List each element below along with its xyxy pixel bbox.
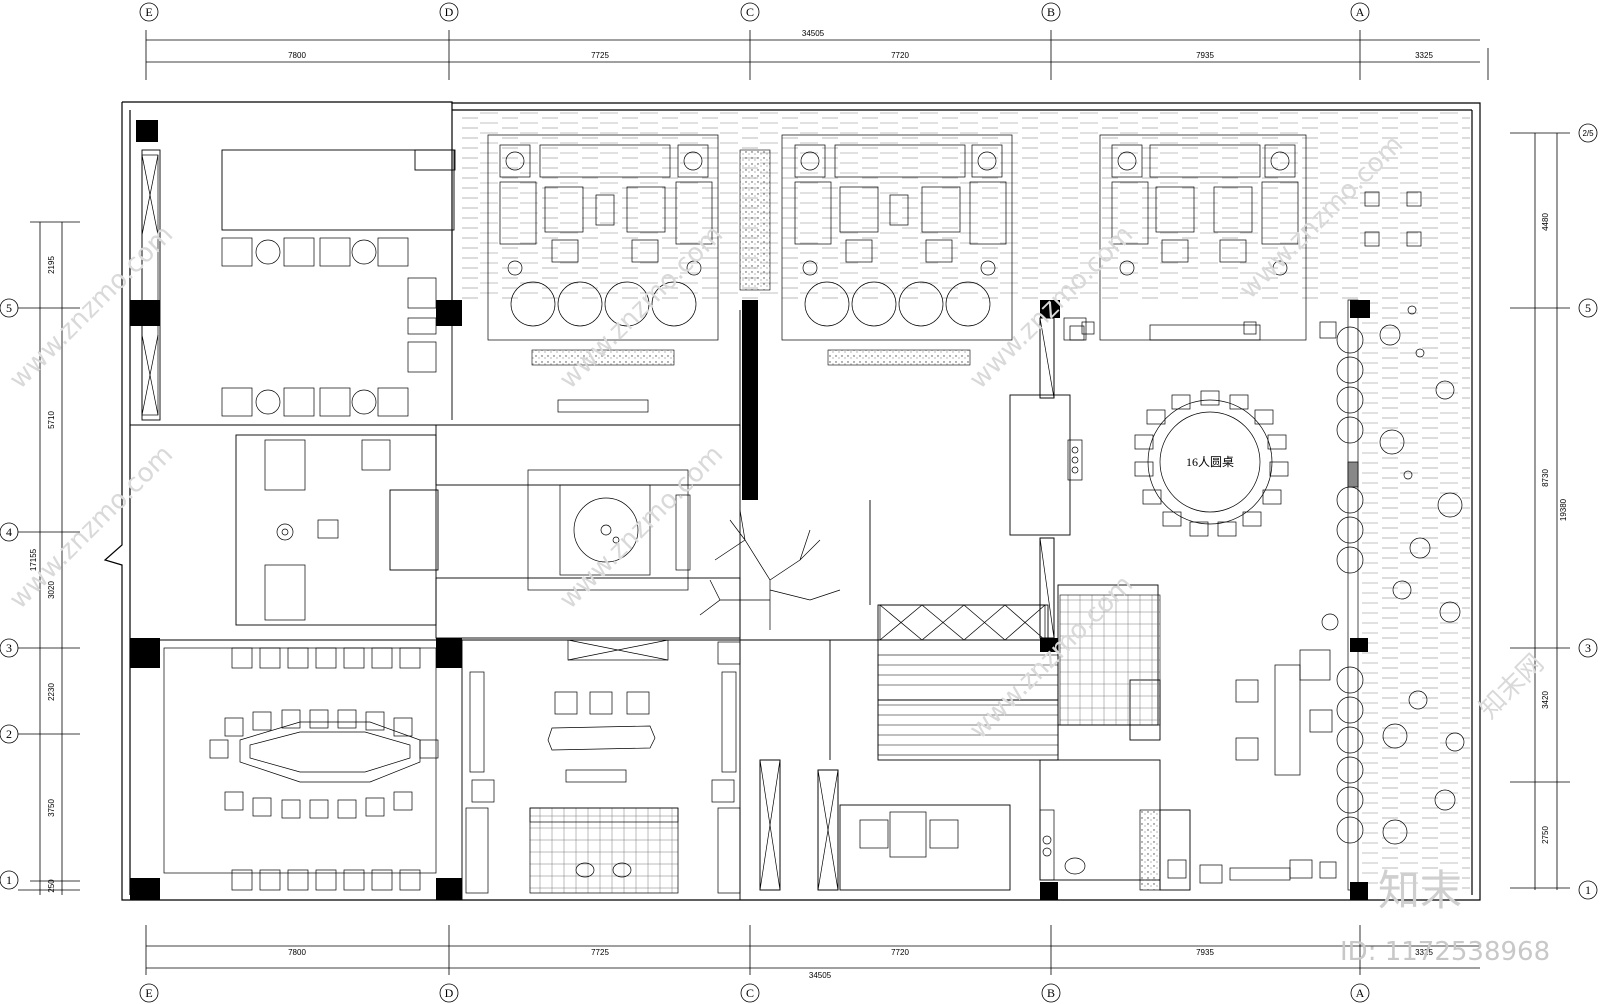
deck-plants xyxy=(1379,305,1465,845)
right-dim-1: 4480 xyxy=(1541,213,1550,231)
deck-top-right xyxy=(1042,112,1470,302)
deck-stools xyxy=(1069,191,1422,341)
grid-b-bottom: B xyxy=(1047,986,1055,1000)
grid-1-right: 1 xyxy=(1585,883,1591,897)
right-dim-4: 2750 xyxy=(1541,826,1550,844)
grid-d-top: D xyxy=(445,5,454,19)
bottom-dim-1: 7800 xyxy=(288,948,306,957)
top-dim-3: 7720 xyxy=(891,51,909,60)
central-lounge xyxy=(527,469,691,591)
grid-d-bottom: D xyxy=(445,986,454,1000)
tea-room-2 xyxy=(781,134,1013,341)
top-dimensions xyxy=(145,30,1489,80)
right-dimensions xyxy=(1510,132,1570,890)
planter-1 xyxy=(531,349,675,366)
watermark-2: www.znzmo.com xyxy=(4,440,179,615)
right-dim-3: 3420 xyxy=(1541,691,1550,709)
right-total-dim: 19380 xyxy=(1559,498,1568,521)
bottom-dim-3: 7720 xyxy=(891,948,909,957)
grid-5-right: 5 xyxy=(1585,301,1591,315)
top-dim-4: 7935 xyxy=(1196,51,1214,60)
image-id: ID: 1172538968 xyxy=(1340,937,1550,967)
grid-c-bottom: C xyxy=(746,986,754,1000)
misc-furniture xyxy=(1063,317,1331,681)
left-dimensions xyxy=(18,221,80,895)
plant-bed xyxy=(739,149,771,291)
restroom-left xyxy=(264,439,391,621)
grid-e-top: E xyxy=(145,5,152,19)
deck-right xyxy=(1362,302,1470,892)
bottom-dim-2: 7725 xyxy=(591,948,609,957)
grid-2-left: 2 xyxy=(6,727,12,741)
grid-3-left: 3 xyxy=(6,641,12,655)
meeting-room xyxy=(163,647,439,891)
right-grid-bubbles xyxy=(1578,123,1598,900)
bottom-dimensions xyxy=(145,925,1480,975)
left-dim-5: 3750 xyxy=(47,799,56,817)
right-dim-2: 8730 xyxy=(1541,469,1550,487)
grid-3-right: 3 xyxy=(1585,641,1591,655)
structural-columns xyxy=(130,120,1370,900)
bottom-dim-4: 7935 xyxy=(1196,948,1214,957)
staircase xyxy=(877,594,1161,756)
left-grid-bubbles xyxy=(0,298,19,890)
tree-sketch xyxy=(699,509,841,630)
grid-4-left: 4 xyxy=(6,525,12,539)
left-dim-4: 2230 xyxy=(47,683,56,701)
grid-a-top: A xyxy=(1356,5,1365,19)
logo: 知末 xyxy=(1378,866,1462,915)
top-total-dim: 34505 xyxy=(802,29,825,38)
grid-b-top: B xyxy=(1047,5,1055,19)
bottom-total-dim: 34505 xyxy=(809,971,832,980)
tea-room-1 xyxy=(487,134,719,341)
bottom-center-lounge xyxy=(465,641,741,894)
bottom-dim-5: 3325 xyxy=(1415,948,1433,957)
left-lounge-seating xyxy=(221,237,437,417)
bottom-grid-bubbles xyxy=(139,983,1370,1003)
left-dim-1: 2195 xyxy=(47,256,56,274)
planter-2 xyxy=(827,349,971,366)
outer-walls xyxy=(103,101,1481,901)
tea-room-3 xyxy=(1081,134,1337,341)
top-dim-5: 3325 xyxy=(1415,51,1433,60)
office-bottom xyxy=(859,809,1161,891)
top-dim-1: 7800 xyxy=(288,51,306,60)
left-dim-2: 5710 xyxy=(47,411,56,429)
left-total-dim: 17155 xyxy=(29,548,38,571)
grid-1-left: 1 xyxy=(6,873,12,887)
top-grid-bubbles xyxy=(139,2,1370,22)
right-window-seats xyxy=(1336,299,1364,891)
grid-e-bottom: E xyxy=(145,986,152,1000)
grid-2-5-right: 2/5 xyxy=(1582,129,1594,138)
grid-c-top: C xyxy=(746,5,754,19)
round-table-label: 16人圆桌 xyxy=(1186,455,1234,469)
glass-panels xyxy=(141,154,1055,891)
grid-a-bottom: A xyxy=(1356,986,1365,1000)
left-dim-3: 3020 xyxy=(47,581,56,599)
watermark-8: 知末网 xyxy=(1474,649,1550,725)
watermark-4: www.znzmo.com xyxy=(554,440,729,615)
grid-5-left: 5 xyxy=(6,301,12,315)
top-dim-2: 7725 xyxy=(591,51,609,60)
left-dim-6: 250 xyxy=(47,879,56,893)
right-lounge xyxy=(1167,613,1339,884)
round-table xyxy=(1134,390,1289,537)
